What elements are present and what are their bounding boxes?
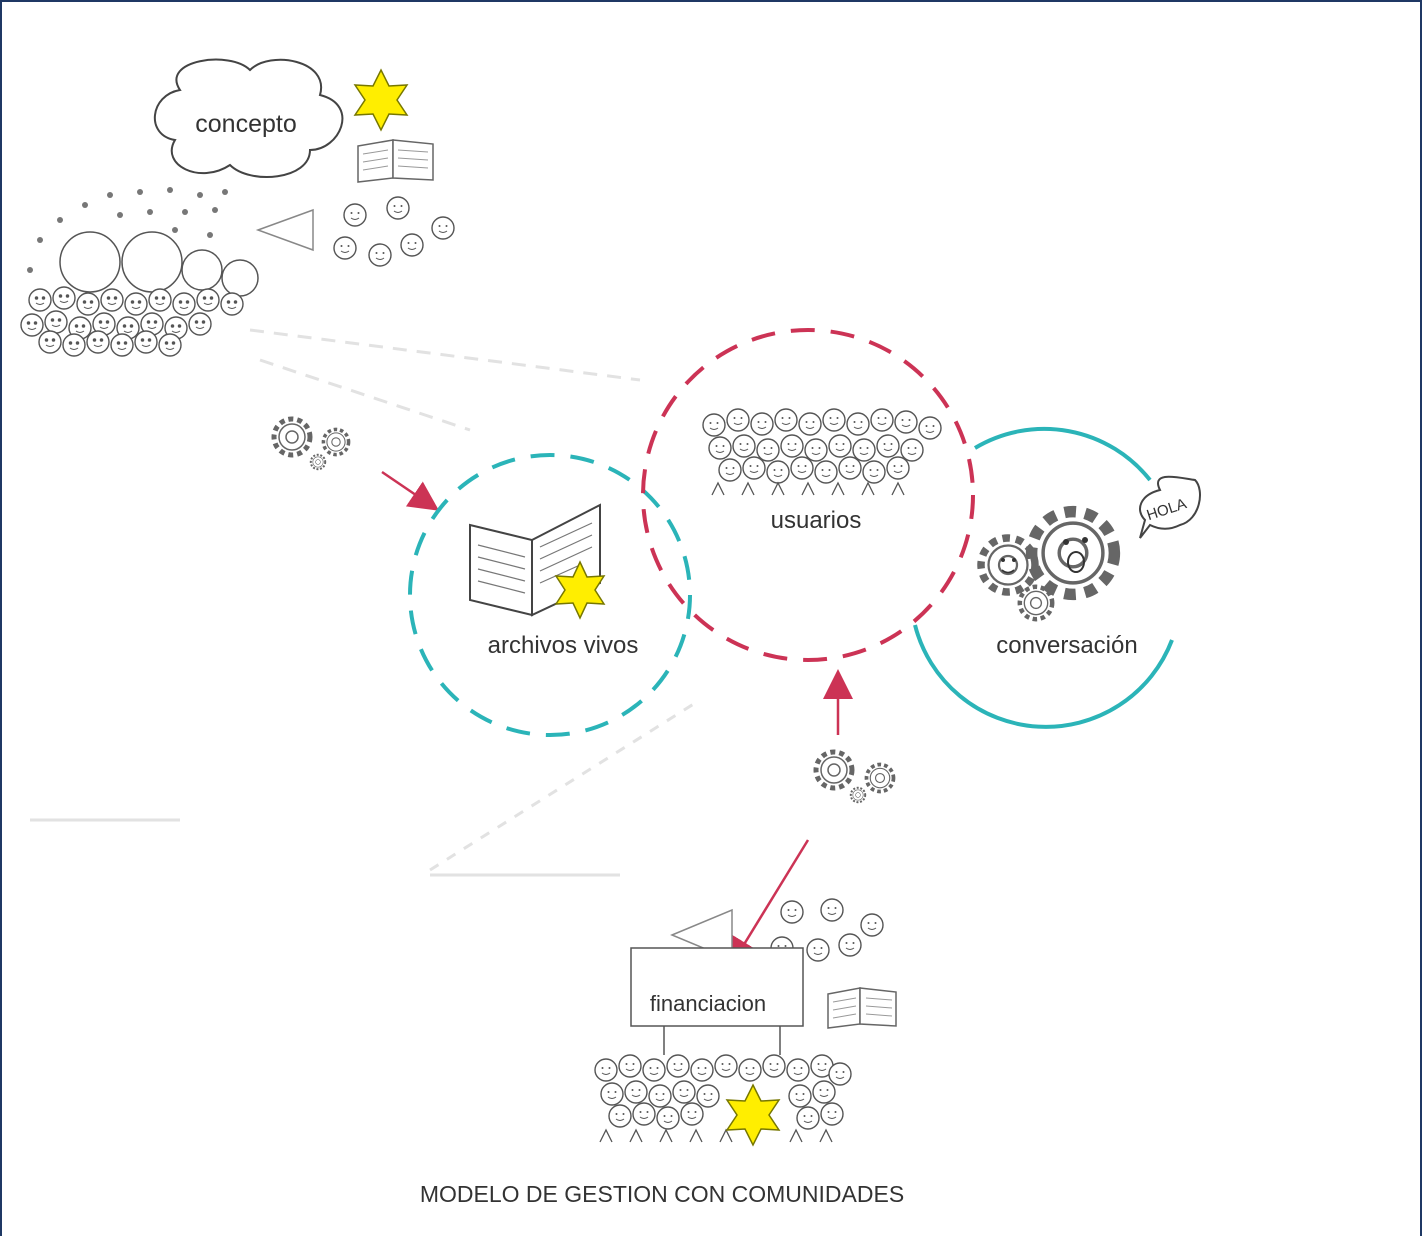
gears-icon-left: [274, 419, 349, 469]
conversacion-arc: [915, 429, 1172, 727]
crowd-usuarios: [703, 409, 941, 495]
small-book-icon-bottom: [828, 988, 896, 1028]
arrow-gears-to-archivos: [382, 472, 435, 508]
gears-icon-bottom: [816, 752, 894, 802]
archivos-vivos-label: archivos vivos: [488, 632, 639, 659]
gears-faces-icon: [981, 512, 1114, 620]
crowd-top-left: [21, 187, 258, 356]
audience-faces-top: [334, 197, 454, 266]
speech-bubble-hola: HOLA: [1140, 477, 1200, 538]
financiacion-label: financiacion: [650, 991, 766, 1016]
usuarios-label: usuarios: [771, 507, 862, 534]
crowd-bottom: [595, 1055, 851, 1142]
star-icon: [355, 70, 407, 130]
conversacion-label: conversación: [996, 632, 1137, 659]
concepto-label: concepto: [195, 110, 296, 138]
concepto-cloud: concepto: [155, 60, 343, 177]
diagram-caption: MODELO DE GESTION CON COMUNIDADES: [420, 1181, 904, 1207]
small-book-icon: [358, 140, 433, 182]
megaphone-icon: [258, 210, 313, 250]
usuarios-circle: [643, 330, 973, 660]
financiacion-sign: financiacion: [631, 948, 803, 1055]
crowd-top-left-big-faces: [60, 232, 258, 296]
crowd-top-left-faces: [21, 287, 243, 356]
star-icon-bottom: [727, 1085, 779, 1145]
